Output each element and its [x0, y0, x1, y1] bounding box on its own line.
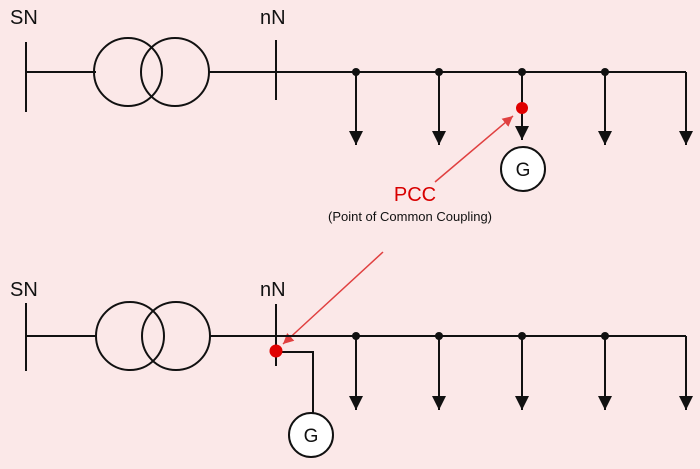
bottom-transformer-icon: [95, 301, 211, 371]
top-network: SN nN G: [10, 7, 693, 192]
bottom-network: SN nN G: [10, 279, 693, 458]
top-transformer-icon: [93, 37, 210, 107]
pcc-subtitle: (Point of Common Coupling): [328, 209, 492, 224]
pcc-arrow-top: [434, 115, 514, 183]
pcc-annotation: PCC (Point of Common Coupling): [282, 115, 514, 345]
top-sn-label: SN: [10, 7, 38, 29]
bottom-generator-icon: G: [288, 412, 334, 458]
bottom-generator-label: G: [304, 426, 319, 447]
top-pcc-marker: [516, 102, 528, 114]
bottom-pcc-marker: [269, 344, 283, 358]
bottom-generator-feeder: [276, 351, 314, 413]
pcc-title: PCC: [394, 184, 436, 206]
pcc-arrow-bottom: [282, 251, 384, 345]
top-nn-label: nN: [260, 7, 286, 29]
top-generator-icon: G: [500, 146, 546, 192]
bottom-sn-label: SN: [10, 279, 38, 301]
top-generator-label: G: [516, 160, 531, 181]
bottom-nn-label: nN: [260, 279, 286, 301]
